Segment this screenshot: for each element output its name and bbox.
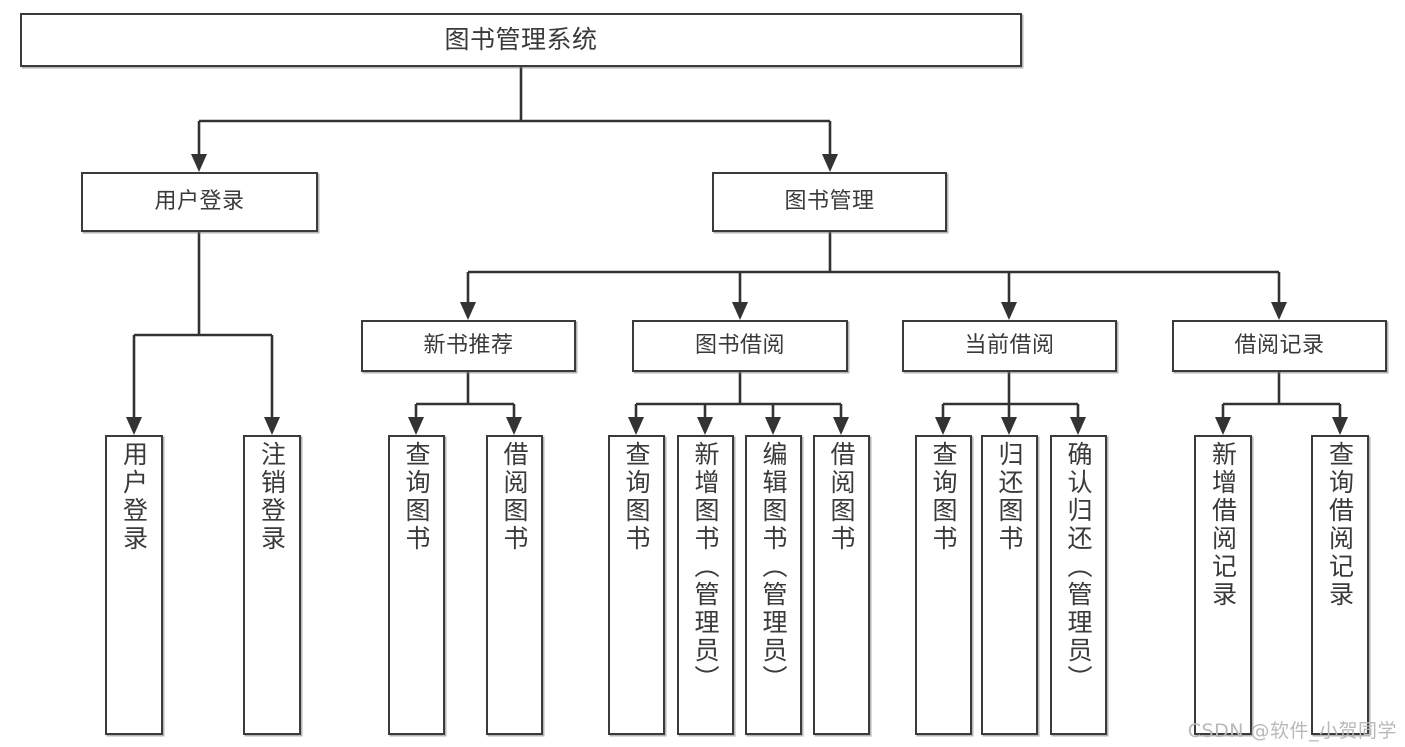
arrowhead-book-borrow [732, 302, 748, 320]
node-label: 注销登录 [257, 441, 287, 553]
arrowhead-book-mgmt [822, 154, 838, 172]
arrowhead-bb-1 [628, 417, 644, 435]
node-label: 查询图书 [929, 441, 958, 553]
node-label: 图书借阅 [694, 333, 785, 359]
arrowhead-bb-4 [833, 417, 849, 435]
node-label: 借阅图书 [500, 441, 529, 553]
leaf-cb-query-book[interactable]: 查询图书 [915, 435, 972, 735]
leaf-cb-return-book[interactable]: 归还图书 [981, 435, 1038, 735]
node-label: 借阅图书 [827, 441, 856, 553]
arrowhead-cb-3 [1070, 417, 1086, 435]
node-label: 归还图书 [995, 441, 1024, 553]
node-label: 用户登录 [119, 441, 149, 553]
leaf-new-book-borrow[interactable]: 借阅图书 [486, 435, 543, 735]
arrowhead-br-2 [1332, 417, 1348, 435]
node-label: 图书管理 [784, 189, 875, 215]
arrowhead-bb-3 [765, 417, 781, 435]
node-label: 用户登录 [154, 189, 245, 215]
leaf-bb-query-book[interactable]: 查询图书 [608, 435, 665, 735]
node-user-login[interactable]: 用户登录 [81, 172, 318, 232]
node-label: 新增图书（管理员） [691, 441, 720, 693]
arrowhead-cb-2 [1001, 417, 1017, 435]
node-current-borrow[interactable]: 当前借阅 [902, 320, 1117, 372]
node-label: 查询图书 [402, 441, 431, 553]
node-root-system[interactable]: 图书管理系统 [20, 13, 1022, 67]
node-label: 查询借阅记录 [1325, 441, 1355, 609]
leaf-user-login[interactable]: 用户登录 [105, 435, 163, 735]
node-borrow-record[interactable]: 借阅记录 [1172, 320, 1387, 372]
leaf-logout[interactable]: 注销登录 [243, 435, 301, 735]
watermark-text: CSDN @软件_小贺同学 [1187, 720, 1397, 742]
arrowhead-nb-1 [408, 417, 424, 435]
node-label: 借阅记录 [1234, 333, 1325, 359]
arrowhead-nb-2 [506, 417, 522, 435]
arrowhead-borrow-record [1271, 302, 1287, 320]
arrowhead-bb-2 [697, 417, 713, 435]
node-book-management[interactable]: 图书管理 [712, 172, 947, 232]
node-label: 新书推荐 [423, 333, 514, 359]
node-label: 当前借阅 [964, 333, 1055, 359]
node-label: 图书管理系统 [444, 25, 598, 55]
leaf-new-book-query[interactable]: 查询图书 [388, 435, 445, 735]
node-label: 查询图书 [622, 441, 651, 553]
arrowhead-leaf-user-login [126, 417, 142, 435]
leaf-bb-edit-book-admin[interactable]: 编辑图书（管理员） [745, 435, 802, 735]
arrowhead-br-1 [1215, 417, 1231, 435]
leaf-br-add-record[interactable]: 新增借阅记录 [1194, 435, 1252, 735]
leaf-cb-confirm-return-admin[interactable]: 确认归还（管理员） [1050, 435, 1107, 735]
node-label: 编辑图书（管理员） [759, 441, 788, 693]
node-book-borrow[interactable]: 图书借阅 [632, 320, 848, 372]
node-label: 确认归还（管理员） [1064, 441, 1093, 693]
leaf-bb-add-book-admin[interactable]: 新增图书（管理员） [677, 435, 734, 735]
arrowhead-current-borrow [1001, 302, 1017, 320]
leaf-bb-borrow-book[interactable]: 借阅图书 [813, 435, 870, 735]
arrowhead-user-login [191, 154, 207, 172]
node-new-book-recommend[interactable]: 新书推荐 [361, 320, 576, 372]
arrowhead-new-book [460, 302, 476, 320]
leaf-br-query-record[interactable]: 查询借阅记录 [1311, 435, 1369, 735]
arrowhead-cb-1 [935, 417, 951, 435]
arrowhead-leaf-logout [264, 417, 280, 435]
node-label: 新增借阅记录 [1208, 441, 1238, 609]
